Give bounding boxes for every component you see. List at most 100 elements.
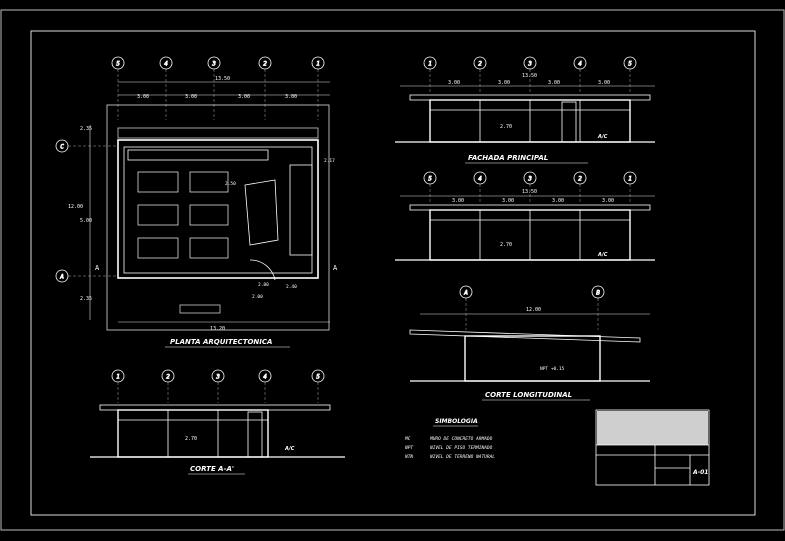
plan-axis-label: C — [60, 144, 64, 151]
plan-label-2: 2.50 — [225, 181, 236, 187]
plan-axis-label: 3 — [211, 61, 216, 68]
corte-long-axis-label: B — [596, 290, 600, 297]
fachada2-axis-5: 5 — [423, 171, 437, 204]
fachada2-axis-3: 3 — [523, 171, 537, 204]
fachada-tag: A/C — [597, 134, 608, 140]
fachada-axis-label: 2 — [478, 61, 482, 68]
corte-aa-axis-label: 2 — [166, 374, 170, 381]
corte-long-axis-label: A — [463, 290, 468, 297]
fachada-roof — [409, 94, 651, 101]
plan-counter — [127, 149, 269, 161]
fachada-axis-1: 1 — [423, 56, 437, 92]
plan-roof-band — [117, 127, 319, 139]
plan-label-5: 2.00 — [252, 294, 263, 300]
corte-aa-axis-label: 4 — [263, 374, 267, 381]
plan-building-inner — [123, 146, 313, 274]
plan-axis-C: C — [55, 139, 118, 153]
corte-aa-title: CORTE A-A' — [190, 465, 234, 473]
fachada2-axis-label: 4 — [478, 176, 482, 183]
corte-aa-axis-label: 5 — [316, 374, 320, 381]
plan-right-wing — [289, 164, 313, 256]
plan-axis-1: 1 — [311, 56, 325, 120]
fachada-axis-2: 2 — [473, 56, 487, 92]
corte-aa-body — [117, 409, 269, 458]
corte-aa-axis-2: 2 — [161, 369, 175, 403]
fachada2-bay-4: 3.00 — [602, 198, 614, 204]
fachada-total: 13.50 — [522, 73, 537, 79]
plan-side-dim-1: 2.35 — [80, 126, 92, 132]
plan-section-mark-right: A — [333, 264, 338, 272]
fachada2-bay-1: 3.00 — [452, 198, 464, 204]
fachada-axis-label: 4 — [578, 61, 582, 68]
fachada-posterior: 5 4 3 2 1 — [395, 171, 655, 261]
fachada2-total: 13.50 — [522, 189, 537, 195]
fachada-axis-label: 1 — [428, 61, 432, 68]
corte-aa-axis-4: 4 — [258, 369, 272, 403]
fachada2-bay-3: 3.00 — [552, 198, 564, 204]
legend-text-1: MURO DE CONCRETO ARMADO — [429, 436, 493, 442]
corte-long-level: NPT +0.15 — [540, 366, 565, 372]
plan-axis-5: 5 — [111, 56, 125, 120]
corte-long-axis-A: A — [459, 285, 473, 330]
fachada2-axis-label: 1 — [628, 176, 632, 183]
legend-code-3: NTN — [404, 454, 413, 460]
corte-long-total: 12.00 — [526, 307, 541, 313]
fachada-axis-bubbles: 1 2 3 4 5 — [423, 56, 637, 92]
plan-bay-4: 3.00 — [285, 94, 297, 100]
plan-section-mark-left: A — [95, 264, 100, 272]
plan-axis-4: 4 — [159, 56, 173, 120]
plan-side-dim-3: 2.35 — [80, 296, 92, 302]
fachada2-axis-label: 5 — [428, 176, 432, 183]
plan-bay-2: 3.00 — [185, 94, 197, 100]
plan-axis-label: 4 — [164, 61, 168, 68]
plan-overall-depth: 12.00 — [68, 204, 83, 210]
legend-code-1: MC — [404, 436, 411, 442]
plan-title: PLANTA ARQUITECTONICA — [170, 338, 272, 346]
fachada-axis-5: 5 — [623, 56, 637, 92]
plan-axis-label: 1 — [316, 61, 320, 68]
plan-axis-label: 2 — [263, 61, 267, 68]
fachada-height: 2.70 — [500, 124, 512, 130]
plan-overall-width: 13.50 — [215, 76, 230, 82]
plan-axis-A: A — [55, 269, 118, 283]
plan-inner-width: 13.20 — [210, 326, 225, 332]
fachada2-axis-4: 4 — [473, 171, 487, 204]
corte-aa-tag: A/C — [284, 446, 295, 452]
inner-sheet-border — [30, 30, 756, 516]
title-block-sheet-number: A-01 — [692, 469, 708, 476]
fachada2-axis-2: 2 — [573, 171, 587, 204]
fachada2-tag: A/C — [597, 252, 608, 258]
plan-door-swing — [249, 259, 276, 281]
fachada2-bay-2: 3.00 — [502, 198, 514, 204]
fachada2-axis-bubbles: 5 4 3 2 1 — [423, 171, 637, 204]
plan-entrance-step — [179, 304, 221, 314]
legend-text-3: NIVEL DE TERRENO NATURAL — [429, 454, 495, 460]
fachada-axis-label: 5 — [628, 61, 632, 68]
title-block — [595, 409, 710, 486]
corte-aa-height: 2.70 — [185, 436, 197, 442]
corte-long-title: CORTE LONGITUDINAL — [485, 391, 572, 399]
fachada2-axis-1: 1 — [623, 171, 637, 204]
legend-text-2: NIVEL DE PISO TERMINADO — [429, 445, 493, 451]
fachada2-axis-label: 3 — [527, 176, 532, 183]
plan-desks — [137, 171, 229, 259]
plan-axis-bubbles-top: 5 4 3 2 1 — [111, 56, 325, 120]
corte-aa-axis-3: 3 — [211, 369, 225, 403]
plan-side-dim-2: 5.00 — [80, 218, 92, 224]
corte-long-axis-B: B — [591, 285, 605, 330]
corte-aa-axis-label: 3 — [215, 374, 220, 381]
plan-label-4: 2.40 — [286, 284, 297, 290]
fachada-principal: 1 2 3 4 5 — [395, 56, 655, 143]
plan-label-1: 2.17 — [324, 158, 335, 164]
fachada-axis-4: 4 — [573, 56, 587, 92]
plan-axis-bubbles-left: CA — [55, 139, 118, 283]
fachada2-axis-label: 2 — [578, 176, 582, 183]
fachada-axis-3: 3 — [523, 56, 537, 92]
fachada-door — [561, 101, 577, 143]
fachada-title: FACHADA PRINCIPAL — [468, 154, 548, 162]
